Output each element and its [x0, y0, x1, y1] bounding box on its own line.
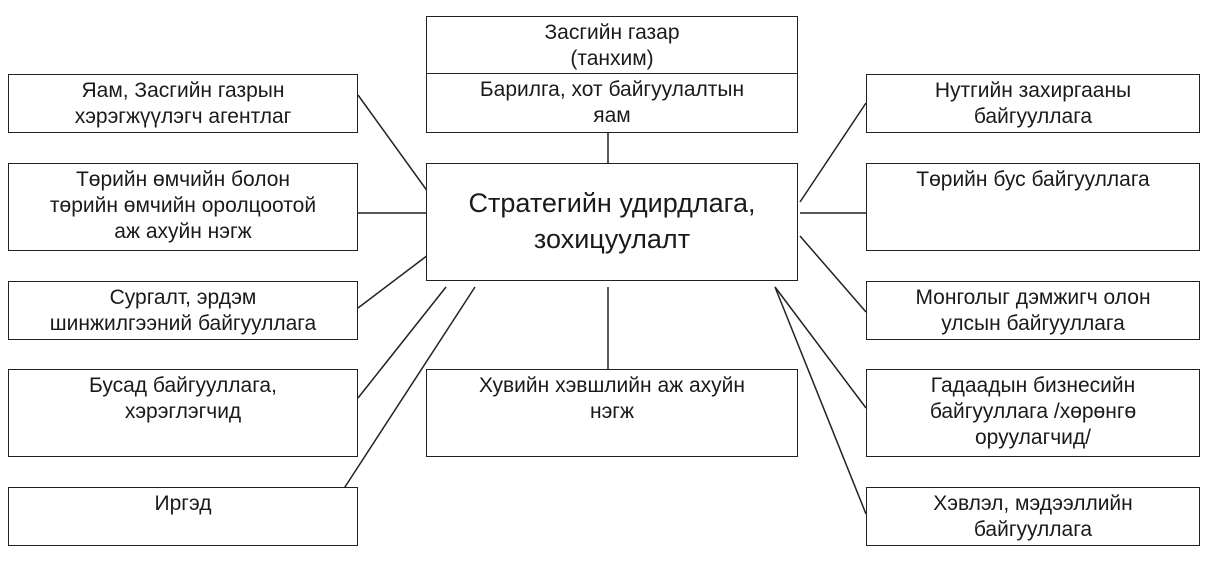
connector-right-3: [799, 235, 867, 313]
left-box-other-orgs: Бусад байгууллага, хэрэглэгчид: [8, 369, 358, 457]
connector-left-4: [357, 286, 447, 399]
connector-right-4: [774, 286, 867, 409]
private-sector-box: Хувийн хэвшлийн аж ахуйн нэгж: [426, 369, 798, 457]
connector-left-5: [342, 286, 476, 491]
left-box-state-enterprises: Төрийн өмчийн болон төрийн өмчийн оролцо…: [8, 163, 358, 251]
left-box-agencies: Яам, Засгийн газрын хэрэгжүүлэгч агентла…: [8, 74, 358, 133]
government-box: Засгийн газар (танхим): [426, 16, 798, 76]
right-box-foreign-investors: Гадаадын бизнесийн байгууллага /хөрөнгө …: [866, 369, 1200, 457]
ministry-box: Барилга, хот байгуулалтын яам: [426, 73, 798, 133]
right-box-media: Хэвлэл, мэдээллийн байгууллага: [866, 487, 1200, 546]
connector-left-3: [357, 254, 429, 309]
connector-right-5: [774, 286, 867, 515]
right-box-local-admin: Нутгийн захиргааны байгууллага: [866, 74, 1200, 133]
right-box-ngo: Төрийн бус байгууллага: [866, 163, 1200, 251]
strategic-management-box: Стратегийн удирдлага, зохицуулалт: [426, 163, 798, 281]
left-box-research: Сургалт, эрдэм шинжилгээний байгууллага: [8, 281, 358, 340]
right-box-international-orgs: Монголыг дэмжигч олон улсын байгууллага: [866, 281, 1200, 340]
connector-left-1: [357, 94, 429, 193]
connector-right-1: [799, 102, 867, 203]
left-box-citizens: Иргэд: [8, 487, 358, 546]
